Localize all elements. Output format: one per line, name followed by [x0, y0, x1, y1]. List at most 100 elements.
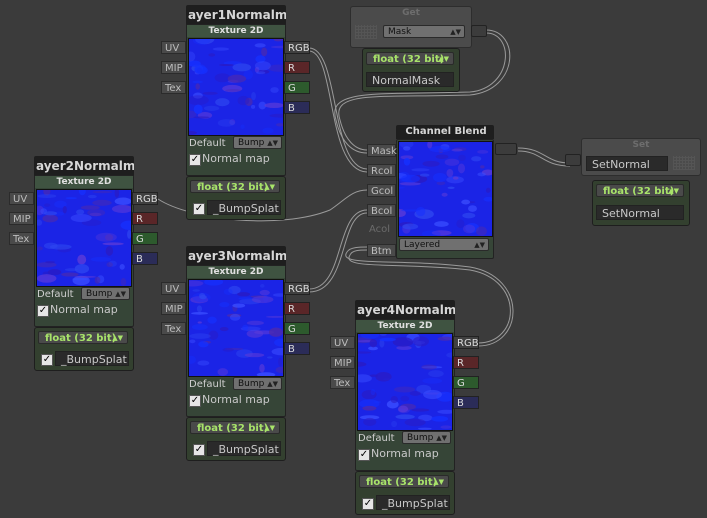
preview-texture-blob — [447, 186, 455, 190]
get-output-socket[interactable] — [471, 25, 487, 37]
input-port-tex[interactable]: Tex — [9, 232, 34, 245]
get-node[interactable]: Get Mask▲▼ — [350, 6, 472, 48]
preview-texture-blob — [436, 181, 446, 186]
output-port-rgb[interactable]: RGB — [132, 192, 158, 205]
blend-mode-dropdown[interactable]: Layered▲▼ — [399, 238, 489, 251]
input-port-mip[interactable]: MIP — [330, 356, 355, 369]
input-port-tex[interactable]: Tex — [330, 376, 355, 389]
property-name-field[interactable]: _BumpSplat — [207, 200, 281, 215]
input-port-uv[interactable]: UV — [161, 41, 186, 54]
property-name-field[interactable]: _BumpSplat — [376, 495, 450, 510]
set-settings-section: float (32 bit)▲▼ SetNormal — [592, 180, 690, 226]
property-checkbox[interactable]: ✓ — [41, 354, 53, 366]
input-port-uv[interactable]: UV — [161, 282, 186, 295]
preview-texture-blob — [269, 113, 283, 118]
set-input-socket[interactable] — [565, 154, 581, 166]
blend-input-gcol[interactable]: Gcol — [367, 184, 396, 197]
texture-node-3[interactable]: ayer3Normalma Texture 2D Default Bump▲▼ … — [161, 246, 316, 461]
precision-dropdown[interactable]: float (32 bit)▲▼ — [596, 184, 684, 197]
preview-texture-blob — [64, 268, 78, 272]
output-port-b[interactable]: B — [453, 396, 479, 409]
output-port-g[interactable]: G — [453, 376, 479, 389]
default-texture-dropdown[interactable]: Bump▲▼ — [81, 287, 130, 300]
preview-texture-blob — [399, 186, 406, 189]
property-checkbox[interactable]: ✓ — [193, 444, 205, 456]
get-name-field[interactable]: NormalMask — [366, 72, 454, 87]
input-port-uv[interactable]: UV — [9, 192, 34, 205]
output-port-r[interactable]: R — [453, 356, 479, 369]
precision-dropdown[interactable]: float (32 bit)▲▼ — [366, 52, 454, 65]
normal-map-checkbox[interactable]: ✓ — [37, 305, 49, 317]
preview-texture-blob — [267, 356, 273, 359]
precision-dropdown[interactable]: float (32 bit)▲▼ — [190, 180, 280, 193]
set-name-field[interactable]: SetNormal — [586, 156, 668, 171]
input-port-mip[interactable]: MIP — [9, 212, 34, 225]
preview-texture-blob — [194, 64, 207, 74]
preview-texture-blob — [43, 190, 51, 196]
property-checkbox[interactable]: ✓ — [193, 203, 205, 215]
preview-texture-blob — [195, 39, 215, 45]
texture-node-1[interactable]: ayer1Normalma Texture 2D Default Bump▲▼ … — [161, 5, 316, 220]
preview-texture-blob — [258, 69, 270, 74]
preview-texture-blob — [189, 339, 196, 344]
texture-node-4[interactable]: ayer4Normalma Texture 2D Default Bump▲▼ … — [330, 300, 485, 515]
precision-dropdown[interactable]: float (32 bit)▲▼ — [359, 475, 449, 488]
property-name-field[interactable]: _BumpSplat — [55, 351, 129, 366]
default-texture-dropdown[interactable]: Bump▲▼ — [402, 431, 451, 444]
dropdown-arrow-icon: ▲▼ — [438, 55, 449, 63]
output-port-b[interactable]: B — [132, 252, 158, 265]
preview-texture-blob — [362, 405, 377, 411]
preview-texture-blob — [369, 374, 378, 377]
preview-texture-blob — [238, 297, 253, 300]
blend-input-acol[interactable]: Acol — [369, 224, 391, 235]
blend-output-socket[interactable] — [495, 143, 517, 155]
preview-texture-blob — [114, 190, 120, 198]
output-port-g[interactable]: G — [132, 232, 158, 245]
preview-texture-blob — [237, 95, 250, 106]
precision-dropdown[interactable]: float (32 bit)▲▼ — [38, 331, 128, 344]
preview-texture-blob — [392, 337, 414, 347]
default-texture-dropdown[interactable]: Bump▲▼ — [233, 136, 282, 149]
preview-texture-blob — [197, 321, 202, 324]
preview-texture-blob — [411, 168, 430, 172]
preview-texture-blob — [189, 95, 209, 106]
precision-dropdown[interactable]: float (32 bit)▲▼ — [190, 421, 280, 434]
property-name-field[interactable]: _BumpSplat — [207, 441, 281, 456]
preview-texture-blob — [422, 160, 440, 167]
channel-blend-node[interactable]: Channel Blend Layered▲▼ Mask Rcol Gcol B… — [367, 125, 494, 259]
blend-input-mask[interactable]: Mask — [367, 144, 397, 157]
get-variable-dropdown[interactable]: Mask▲▼ — [383, 25, 465, 38]
output-port-rgb[interactable]: RGB — [284, 282, 310, 295]
normal-map-checkbox[interactable]: ✓ — [358, 449, 370, 461]
set-property-field[interactable]: SetNormal — [596, 205, 684, 220]
input-port-tex[interactable]: Tex — [161, 81, 186, 94]
output-port-b[interactable]: B — [284, 342, 310, 355]
output-port-r[interactable]: R — [284, 302, 310, 315]
normal-map-checkbox[interactable]: ✓ — [189, 154, 201, 166]
set-node[interactable]: Set SetNormal — [581, 138, 701, 176]
preview-texture-blob — [199, 293, 206, 299]
output-port-rgb[interactable]: RGB — [453, 336, 479, 349]
preview-texture-blob — [197, 360, 210, 366]
property-checkbox[interactable]: ✓ — [362, 498, 374, 510]
input-port-uv[interactable]: UV — [330, 336, 355, 349]
blend-input-rcol[interactable]: Rcol — [367, 164, 396, 177]
output-port-b[interactable]: B — [284, 101, 310, 114]
texture-node-2[interactable]: ayer2Normalma Texture 2D Default Bump▲▼ … — [9, 156, 164, 371]
input-port-tex[interactable]: Tex — [161, 322, 186, 335]
preview-texture-blob — [105, 246, 114, 256]
output-port-r[interactable]: R — [132, 212, 158, 225]
default-texture-dropdown[interactable]: Bump▲▼ — [233, 377, 282, 390]
input-port-mip[interactable]: MIP — [161, 302, 186, 315]
blend-input-bcol[interactable]: Bcol — [367, 204, 396, 217]
preview-texture-blob — [462, 212, 476, 219]
output-port-r[interactable]: R — [284, 61, 310, 74]
blend-input-btm[interactable]: Btm — [367, 244, 396, 257]
normal-map-checkbox[interactable]: ✓ — [189, 395, 201, 407]
output-port-rgb[interactable]: RGB — [284, 41, 310, 54]
preview-texture-blob — [359, 399, 380, 409]
input-port-mip[interactable]: MIP — [161, 61, 186, 74]
output-port-g[interactable]: G — [284, 81, 310, 94]
preview-texture-blob — [192, 80, 204, 84]
output-port-g[interactable]: G — [284, 322, 310, 335]
